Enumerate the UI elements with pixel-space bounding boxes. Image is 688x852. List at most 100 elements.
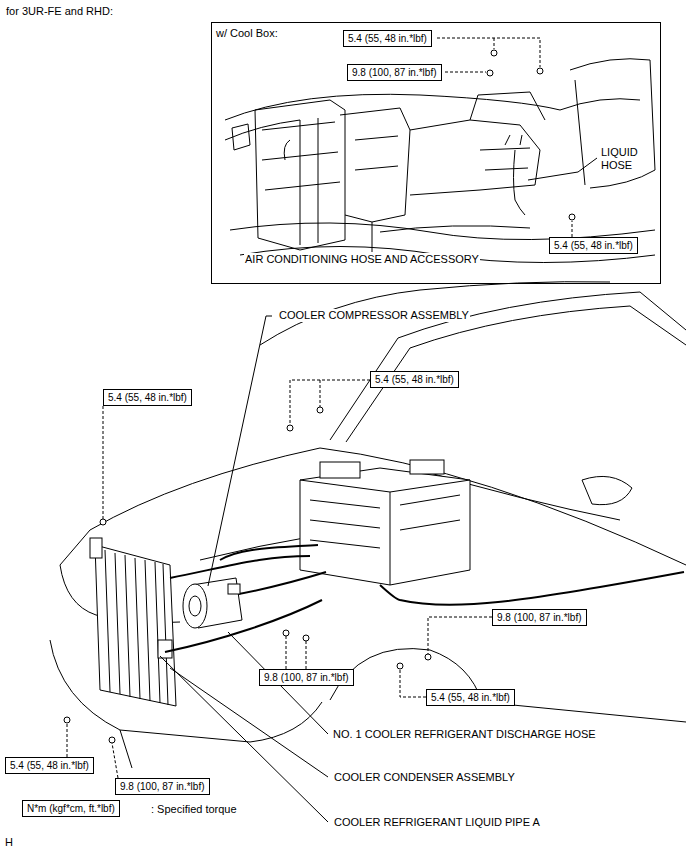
inset-vehicle-part [232, 124, 250, 150]
condenser [90, 538, 176, 706]
torque-box: 5.4 (55, 48 in.*lbf) [103, 389, 192, 406]
leader-lines-part [112, 743, 118, 778]
hvac-unit-part [410, 460, 444, 474]
vehicle-body-part [582, 476, 632, 504]
inset-vehicle-part [255, 100, 345, 250]
condenser-part [90, 538, 102, 558]
inset-leader-lines-part [437, 38, 540, 67]
hvac-unit-part [300, 480, 470, 585]
leader-lines-part [306, 641, 307, 669]
leader-lines-part [290, 380, 370, 425]
hvac-unit-part [300, 468, 470, 585]
bolts [64, 407, 431, 743]
bolts-part [303, 635, 309, 641]
refrigerant-pipes [165, 545, 684, 652]
part-label: COOLER CONDENSER ASSEMBLY [333, 771, 516, 784]
torque-value: 5.4 (55, 48 in.*lbf) [554, 239, 633, 252]
torque-value: 9.8 (100, 87 in.*lbf) [264, 671, 349, 684]
leader-lines-part [400, 669, 426, 697]
inset-part-leaders-part [528, 158, 597, 180]
inset-leader-lines-part [445, 72, 486, 73]
bolts-part [100, 519, 106, 525]
inset-heading: w/ Cool Box: [216, 27, 278, 39]
bolts-part [397, 663, 403, 669]
torque-value: 5.4 (55, 48 in.*lbf) [375, 373, 454, 386]
refrigerant-pipes-part [400, 572, 684, 605]
leader-lines-part [428, 617, 492, 654]
leader-lines-part [286, 636, 287, 669]
refrigerant-pipes-part [380, 585, 400, 600]
inset-bolts-part [537, 68, 543, 74]
refrigerant-pipes-part [170, 556, 310, 578]
vehicle-body-part [346, 306, 686, 442]
hvac-unit [300, 460, 470, 585]
part-label: : Specified torque [150, 803, 238, 816]
torque-value: 5.4 (55, 48 in.*lbf) [10, 759, 89, 772]
inset-leader-lines-part [572, 221, 573, 237]
vehicle-body-part [260, 282, 610, 345]
inset-vehicle-part [514, 150, 526, 215]
refrigerant-pipes-part [220, 545, 318, 560]
inset-vehicle-part [262, 122, 340, 190]
hvac-unit-part [310, 495, 460, 548]
torque-box: 5.4 (55, 48 in.*lbf) [5, 757, 94, 774]
hvac-unit-part [320, 462, 360, 478]
torque-box: 9.8 (100, 87 in.*lbf) [259, 669, 354, 686]
bolts-part [425, 654, 431, 660]
torque-box: 5.4 (55, 48 in.*lbf) [549, 237, 638, 254]
inset-vehicle-part [470, 92, 545, 120]
torque-value: 5.4 (55, 48 in.*lbf) [348, 32, 427, 45]
part-label: H [4, 836, 14, 849]
torque-value: 5.4 (55, 48 in.*lbf) [431, 691, 510, 704]
inset-vehicle-part [355, 136, 398, 170]
compressor-part [228, 584, 240, 594]
inset-bolts-part [491, 50, 497, 56]
inset-vehicle-part [300, 118, 318, 245]
inset-leader-lines [437, 38, 572, 237]
vehicle-body-part [120, 730, 132, 768]
title: for 3UR-FE and RHD: [5, 5, 114, 18]
leader-lines-part [320, 380, 321, 407]
vehicle-body-part [50, 640, 322, 742]
inset-vehicle-part [480, 148, 530, 170]
inset-vehicle [225, 59, 655, 263]
part-label: NO. 1 COOLER REFRIGERANT DISCHARGE HOSE [332, 728, 597, 741]
part-label: COOLER COMPRESSOR ASSEMBLY [278, 309, 470, 322]
bolts-part [283, 630, 289, 636]
vehicle-body-part [90, 448, 320, 530]
vehicle-body-part [60, 565, 96, 615]
inset-vehicle-part [410, 120, 540, 195]
part-label: LIQUID HOSE [600, 146, 650, 172]
torque-box: 9.8 (100, 87 in.*lbf) [347, 64, 442, 81]
condenser-part [158, 640, 172, 658]
leader-lines-part [67, 723, 68, 757]
vehicle-body [50, 282, 686, 768]
inset-frame: w/ Cool Box: 5.4 (55, 48 in.*lbf) 9.8 (100… [211, 22, 661, 284]
inset-vehicle-part [380, 226, 530, 232]
condenser-part [105, 550, 168, 705]
torque-value: 5.4 (55, 48 in.*lbf) [108, 391, 187, 404]
legend-box: N*m (kgf*cm, ft.*lbf) [22, 800, 120, 817]
inset-vehicle-part [560, 99, 640, 110]
bolts-part [109, 737, 115, 743]
inset-vehicle-part [505, 135, 522, 145]
inset-bolts [487, 50, 575, 220]
torque-box: 5.4 (55, 48 in.*lbf) [370, 371, 459, 388]
condenser-part [95, 545, 176, 706]
part-leaders-part [208, 316, 272, 586]
leader-lines [67, 380, 492, 778]
bolts-part [317, 407, 323, 413]
refrigerant-pipes-part [228, 572, 326, 596]
inset-vehicle-part [340, 108, 410, 222]
bolts-part [64, 717, 70, 723]
inset-bolts-part [569, 214, 575, 220]
leader-lines-part [103, 406, 104, 519]
bolts-part [287, 425, 293, 431]
torque-box: 9.8 (100, 87 in.*lbf) [115, 778, 210, 795]
torque-value: 9.8 (100, 87 in.*lbf) [352, 66, 437, 79]
inset-vehicle-part [284, 140, 290, 160]
compressor-part [183, 584, 207, 628]
